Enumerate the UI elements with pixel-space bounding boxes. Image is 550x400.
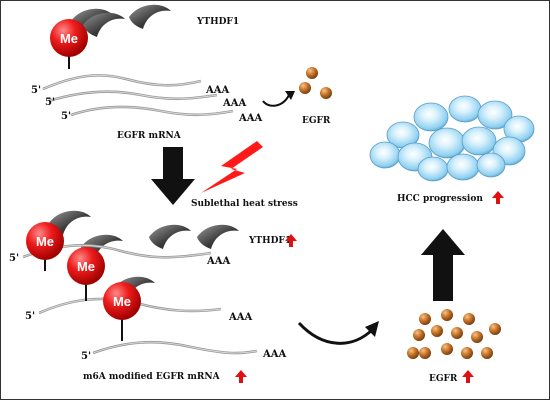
hcc-cell-icon bbox=[477, 100, 513, 130]
five-prime-label: 5' bbox=[9, 253, 19, 264]
up-arrow-icon bbox=[462, 370, 474, 383]
hcc-cell-cluster bbox=[369, 95, 535, 182]
me-label: Me bbox=[113, 294, 131, 309]
poly-a-label: AAA bbox=[222, 98, 247, 109]
up-arrow bbox=[421, 229, 465, 301]
egfr-protein-icon bbox=[299, 67, 332, 99]
arrowhead-icon bbox=[285, 91, 295, 100]
up-arrow-icon bbox=[285, 234, 297, 247]
five-prime-label: 5' bbox=[25, 311, 35, 322]
me-label: Me bbox=[60, 31, 78, 46]
poly-a-label: AAA bbox=[228, 312, 253, 323]
hcc-cell-icon bbox=[476, 152, 506, 178]
up-arrow-icon bbox=[492, 191, 504, 204]
hcc-cell-icon bbox=[448, 95, 482, 123]
down-arrow bbox=[151, 147, 195, 205]
methyl-ball-icon bbox=[103, 282, 141, 320]
egfr-protein-icon bbox=[407, 309, 501, 359]
translation-arrow bbox=[262, 94, 290, 107]
up-arrow-icon bbox=[235, 370, 247, 383]
egfr-label-top: EGFR bbox=[302, 116, 331, 126]
me-label: Me bbox=[36, 234, 54, 249]
poly-a-label: AAA bbox=[206, 256, 231, 267]
ythdf1-reader-icon bbox=[129, 4, 171, 29]
five-prime-label: 5' bbox=[81, 351, 91, 362]
five-prime-label: 5' bbox=[31, 85, 41, 96]
hcc-cell-icon bbox=[446, 153, 480, 181]
egfr-label-bottom: EGFR bbox=[429, 374, 458, 384]
hcc-cell-icon bbox=[428, 127, 466, 159]
m6a-mrna-label: m6A modified EGFR mRNA bbox=[83, 372, 221, 382]
poly-a-label: AAA bbox=[262, 349, 287, 360]
translation-arrow bbox=[297, 321, 375, 345]
lightning-bolt-icon bbox=[201, 141, 263, 193]
mrna-strands-top bbox=[42, 74, 234, 117]
me-label: Me bbox=[77, 259, 95, 274]
hcc-cell-icon bbox=[369, 141, 401, 169]
methyl-ball-icon bbox=[50, 19, 88, 57]
arrowhead-icon bbox=[365, 321, 379, 337]
hcc-label: HCC progression bbox=[397, 194, 483, 204]
ythdf1-label-top: YTHDF1 bbox=[196, 17, 239, 27]
hcc-cell-icon bbox=[417, 156, 449, 182]
ythdf1-reader-icon bbox=[149, 224, 191, 249]
methyl-ball-icon bbox=[26, 222, 64, 260]
ythdf1-label-bottom: YTHDF1 bbox=[248, 236, 291, 246]
ythdf1-reader-icon bbox=[197, 224, 239, 249]
egfr-mrna-label: EGFR mRNA bbox=[117, 131, 182, 141]
methyl-ball-icon bbox=[67, 247, 105, 285]
poly-a-label: AAA bbox=[205, 85, 230, 96]
heat-stress-label: Sublethal heat stress bbox=[191, 199, 298, 209]
five-prime-label: 5' bbox=[45, 97, 55, 108]
hcc-cell-icon bbox=[413, 102, 449, 132]
five-prime-label: 5' bbox=[61, 111, 71, 122]
poly-a-label: AAA bbox=[238, 113, 263, 124]
hcc-cell-icon bbox=[461, 126, 497, 156]
